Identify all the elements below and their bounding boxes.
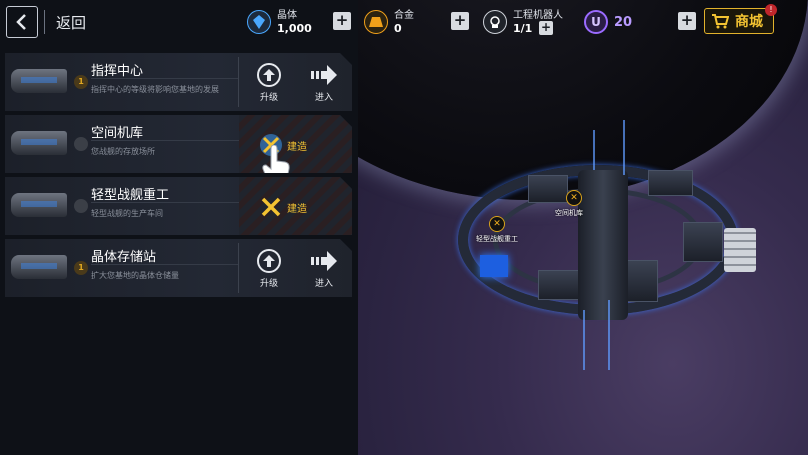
- robot-icon: [483, 10, 507, 34]
- light-beam: [593, 130, 595, 170]
- top-bar: 返回 晶体 1,000 + 合金 0 + 工程机器人 1/1 + U: [0, 0, 808, 44]
- resource-value: 1/1: [513, 22, 533, 35]
- building-item-crystal-storage[interactable]: 1 晶体存储站 扩大您基地的晶体仓储量 升级 进入: [5, 239, 352, 297]
- build-button[interactable]: 建造: [239, 177, 352, 235]
- wrench-icon: [261, 197, 281, 217]
- divider: [91, 140, 239, 141]
- station-module: [528, 175, 568, 203]
- building-name: 轻型战舰重工: [91, 188, 170, 203]
- light-beam: [583, 310, 585, 370]
- building-desc: 轻型战舰的生产车间: [91, 209, 163, 218]
- resource-u-currency: U 20: [584, 6, 632, 38]
- chevron-left-icon: [16, 14, 26, 30]
- light-beam: [623, 120, 625, 175]
- resource-name: 工程机器人: [513, 10, 563, 21]
- building-name: 指挥中心: [91, 64, 144, 79]
- notification-badge: !: [765, 4, 777, 16]
- enter-label: 进入: [314, 93, 333, 103]
- arrow-up-icon: [257, 249, 281, 273]
- wrench-icon[interactable]: ✕: [489, 216, 505, 232]
- tap-hand-icon: [262, 145, 290, 173]
- resource-name: 合金: [394, 10, 414, 21]
- upgrade-button[interactable]: 升级: [247, 249, 291, 293]
- build-label: 建造: [287, 203, 307, 215]
- building-desc: 指挥中心的等级将影响您基地的发展: [91, 85, 219, 94]
- resource-name: 晶体: [277, 10, 297, 21]
- add-alloy-button[interactable]: +: [451, 12, 469, 30]
- building-thumbnail: [5, 53, 73, 111]
- station-module: [683, 222, 723, 262]
- station-glow-module: [480, 255, 508, 277]
- back-button[interactable]: [6, 6, 38, 38]
- enter-label: 进入: [314, 279, 333, 289]
- build-label: 建造: [287, 141, 307, 153]
- back-label[interactable]: 返回: [56, 14, 87, 32]
- building-item-space-hangar[interactable]: 空间机库 您战舰的存放场所 建造: [5, 115, 352, 173]
- resource-robot: 工程机器人 1/1: [483, 6, 563, 38]
- wrench-icon[interactable]: ✕: [566, 190, 582, 206]
- arrow-right-icon: [311, 65, 337, 85]
- resource-value: 0: [394, 22, 402, 35]
- light-beam: [608, 300, 610, 370]
- divider: [238, 57, 239, 107]
- space-station[interactable]: ✕ 空间机库 ✕ 轻型战舰重工: [458, 120, 748, 370]
- scene-label-hangar[interactable]: 空间机库: [555, 209, 583, 217]
- building-item-light-warship-industry[interactable]: 轻型战舰重工 轻型战舰的生产车间 建造: [5, 177, 352, 235]
- building-thumbnail: [5, 239, 73, 297]
- alloy-icon: [364, 10, 388, 34]
- add-u-currency-button[interactable]: +: [678, 12, 696, 30]
- divider: [238, 243, 239, 293]
- divider: [91, 78, 239, 79]
- resource-crystal: 晶体 1,000: [247, 6, 312, 38]
- resource-value: 20: [614, 14, 633, 30]
- shop-button[interactable]: 商城: [704, 8, 774, 34]
- docked-ship: [724, 228, 756, 272]
- arrow-right-icon: [311, 251, 337, 271]
- arrow-up-icon: [257, 63, 281, 87]
- building-name: 晶体存储站: [91, 250, 157, 265]
- add-crystal-button[interactable]: +: [333, 12, 351, 30]
- divider: [44, 10, 45, 34]
- station-module: [538, 270, 583, 300]
- u-currency-icon: U: [584, 10, 608, 34]
- building-desc: 扩大您基地的晶体仓储量: [91, 271, 179, 280]
- resource-value: 1,000: [277, 22, 312, 35]
- level-badge: [74, 199, 88, 213]
- cart-icon: [712, 14, 729, 29]
- upgrade-button[interactable]: 升级: [247, 63, 291, 107]
- scene-label-shipyard[interactable]: 轻型战舰重工: [476, 235, 518, 243]
- base-scene[interactable]: ✕ 空间机库 ✕ 轻型战舰重工: [358, 0, 808, 455]
- station-module: [648, 170, 693, 196]
- building-desc: 您战舰的存放场所: [91, 147, 155, 156]
- divider: [91, 264, 239, 265]
- enter-button[interactable]: 进入: [302, 63, 346, 107]
- resource-alloy: 合金 0: [364, 6, 414, 38]
- enter-button[interactable]: 进入: [302, 249, 346, 293]
- add-robot-button[interactable]: +: [539, 20, 553, 35]
- level-badge: 1: [74, 261, 88, 275]
- building-name: 空间机库: [91, 126, 144, 141]
- level-badge: 1: [74, 75, 88, 89]
- level-badge: [74, 137, 88, 151]
- divider: [91, 202, 239, 203]
- build-button[interactable]: 建造: [239, 115, 352, 173]
- building-thumbnail: [5, 177, 73, 235]
- upgrade-label: 升级: [259, 279, 278, 289]
- building-thumbnail: [5, 115, 73, 173]
- crystal-icon: [247, 10, 271, 34]
- upgrade-label: 升级: [259, 93, 278, 103]
- building-item-command-center[interactable]: 1 指挥中心 指挥中心的等级将影响您基地的发展 升级 进入: [5, 53, 352, 111]
- station-tower: [578, 170, 628, 320]
- shop-label: 商城: [735, 14, 763, 30]
